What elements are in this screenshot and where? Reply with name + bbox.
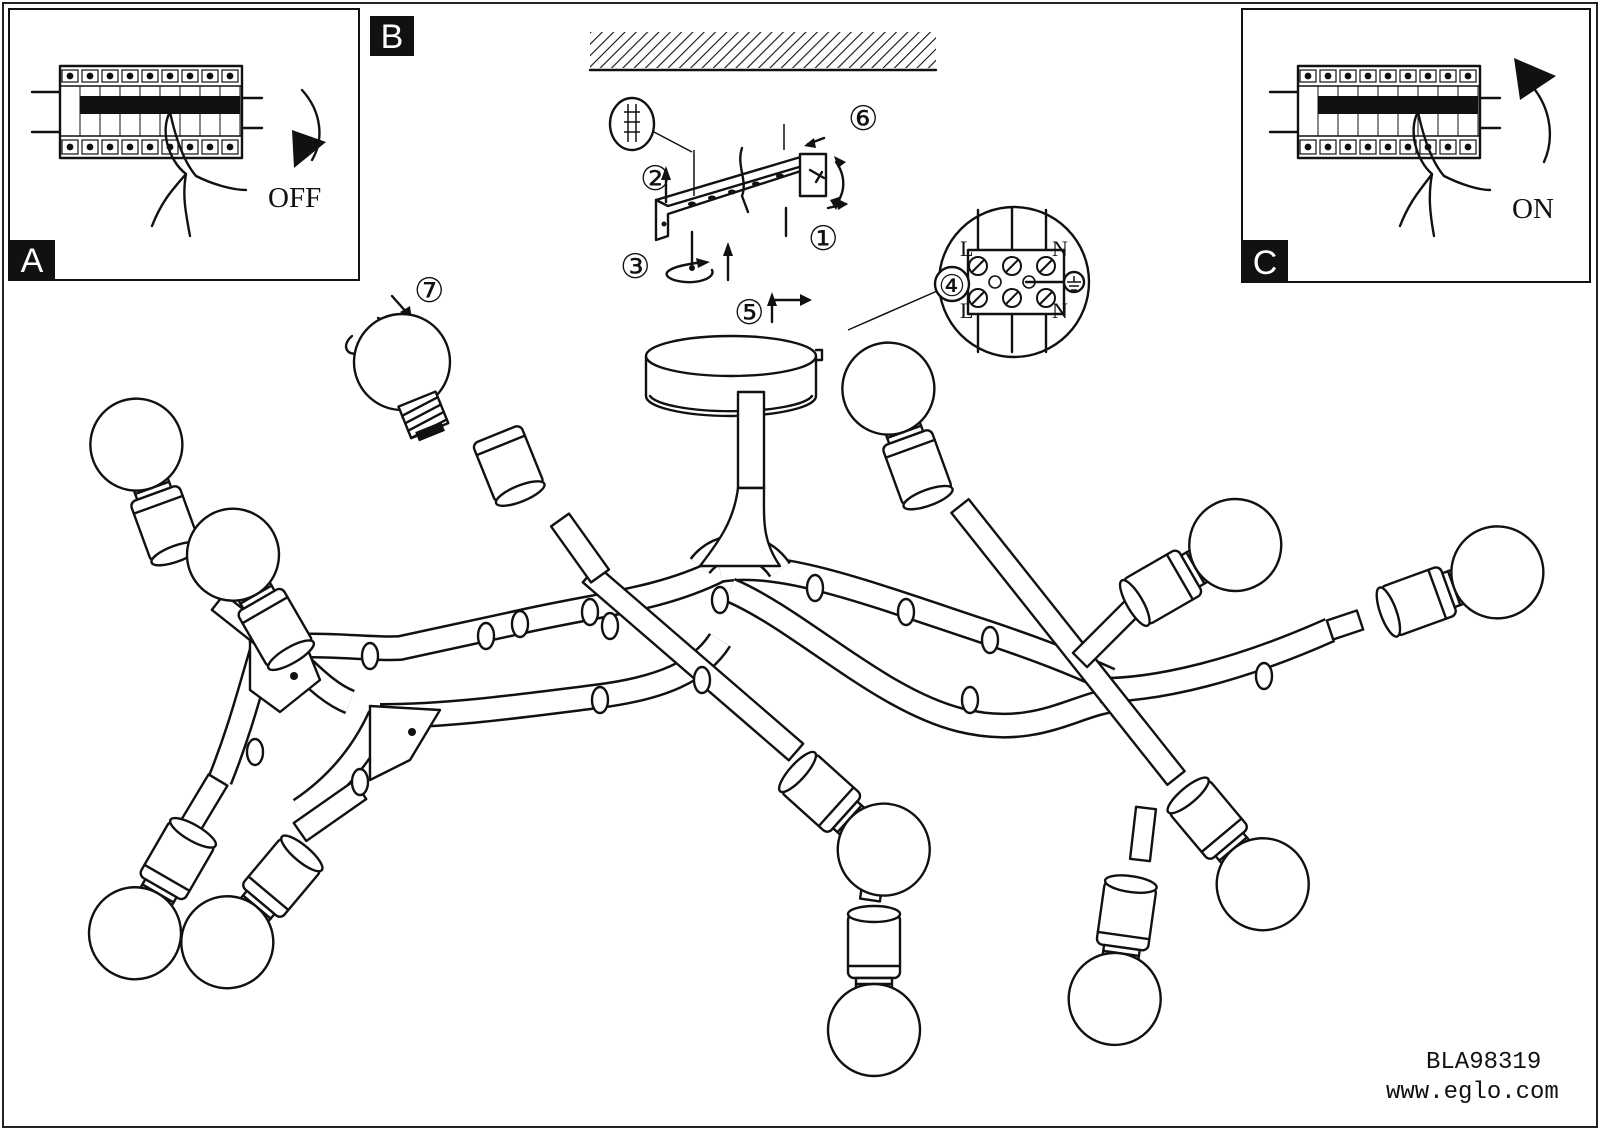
arm-joint — [710, 585, 730, 615]
center-hub — [698, 486, 782, 568]
arm-tube — [549, 512, 611, 584]
earth-symbol-icon — [1062, 270, 1086, 294]
arrow-down-icon — [292, 130, 326, 168]
arm-joint — [692, 665, 712, 695]
fuse-box-icon — [30, 64, 264, 160]
arm-joint — [350, 767, 370, 797]
light-bulb — [1215, 837, 1310, 932]
terminal-block-detail: L N L N ④ — [933, 205, 1091, 359]
light-bulb — [1067, 951, 1162, 1047]
lamp-holder — [826, 904, 922, 1078]
lamp-holder — [185, 507, 316, 672]
light-bulb — [1188, 497, 1283, 593]
ceiling-hatch — [590, 32, 936, 68]
fuse-box-icon — [1268, 64, 1502, 160]
arm-tube — [1128, 805, 1158, 863]
light-bulb — [1450, 525, 1545, 620]
grub-screw-detail — [798, 152, 828, 198]
hand-icon — [1398, 110, 1492, 238]
arm-joint — [590, 685, 610, 715]
arm-tube — [950, 497, 1186, 787]
panel-c-tag-bg — [1242, 240, 1288, 282]
ceiling-canopy — [644, 334, 824, 418]
callout-line — [847, 287, 945, 331]
detached-bulb — [352, 312, 452, 442]
mounting-bracket — [654, 154, 806, 242]
hub-plate — [368, 704, 442, 782]
lamp-holder — [841, 341, 954, 511]
lamp-holder — [180, 834, 324, 990]
lamp-holder — [87, 816, 218, 981]
lamp-holder — [1067, 874, 1162, 1047]
switch-on-label: ON — [1512, 193, 1554, 225]
lamp-holder — [1375, 525, 1545, 638]
arm-joint — [476, 621, 496, 651]
arm-joint — [510, 609, 530, 639]
step-3-label: ③ — [620, 249, 650, 286]
step-2-label: ② — [640, 161, 670, 198]
rotate-arrow-icon — [1530, 84, 1552, 164]
arm-joint — [805, 573, 825, 603]
lamp-holder — [1166, 776, 1310, 932]
panel-c-switch-on: ON C — [1241, 8, 1591, 283]
light-bulb — [185, 507, 281, 602]
lamp-holder — [472, 425, 546, 508]
arm-joint — [980, 625, 1000, 655]
light-bulb — [841, 341, 936, 436]
step-4-label: ④ — [939, 270, 966, 303]
model-number: BLA98319 — [1426, 1049, 1541, 1076]
wire-live-label: L — [960, 236, 973, 261]
ceiling-light-fixture — [87, 312, 1545, 1078]
arm-joint — [245, 737, 265, 767]
step-6-label: ⑥ — [848, 101, 878, 138]
arm-tube — [1325, 609, 1365, 641]
socket — [846, 912, 902, 980]
switch-off-label: OFF — [268, 182, 321, 214]
panel-a-tag: A — [21, 242, 44, 280]
ceiling-mount-assembly: ⑥ ② ① ③ — [588, 32, 938, 286]
website-url: www.eglo.com — [1386, 1079, 1559, 1106]
light-bulb — [87, 886, 183, 981]
arrow-up-icon — [1514, 58, 1556, 100]
light-bulb — [89, 397, 184, 492]
light-bulb — [836, 802, 931, 897]
step-7-label: ⑦ — [414, 273, 444, 310]
arm-joint — [960, 685, 980, 715]
rotate-arrow-icon — [300, 88, 321, 162]
lamp-holder — [777, 750, 931, 897]
step-5-label: ⑤ — [734, 295, 764, 332]
hand-icon — [150, 110, 248, 238]
arm-joint — [580, 597, 600, 627]
cable — [739, 146, 750, 214]
step-1-label: ① — [808, 221, 838, 258]
light-bulb — [826, 982, 922, 1078]
arm-joint — [600, 611, 620, 641]
panel-c-tag: C — [1253, 244, 1278, 282]
light-bulb — [180, 895, 275, 990]
wall-plug-icon — [608, 96, 656, 152]
lamp-holder — [1118, 497, 1283, 628]
wire-live-label: L — [960, 298, 973, 323]
panel-b-tag-bg — [370, 16, 414, 56]
wire-neutral-label: N — [1052, 298, 1068, 323]
arm-joint — [360, 641, 380, 671]
panel-b-tag: B — [381, 18, 404, 56]
arm-joint — [896, 597, 916, 627]
panel-a-tag-bg — [9, 240, 55, 280]
panel-a-switch-off: OFF A — [8, 8, 360, 281]
wire-neutral-label: N — [1052, 236, 1068, 261]
arm-joint — [1254, 661, 1274, 691]
center-stem — [736, 390, 766, 490]
